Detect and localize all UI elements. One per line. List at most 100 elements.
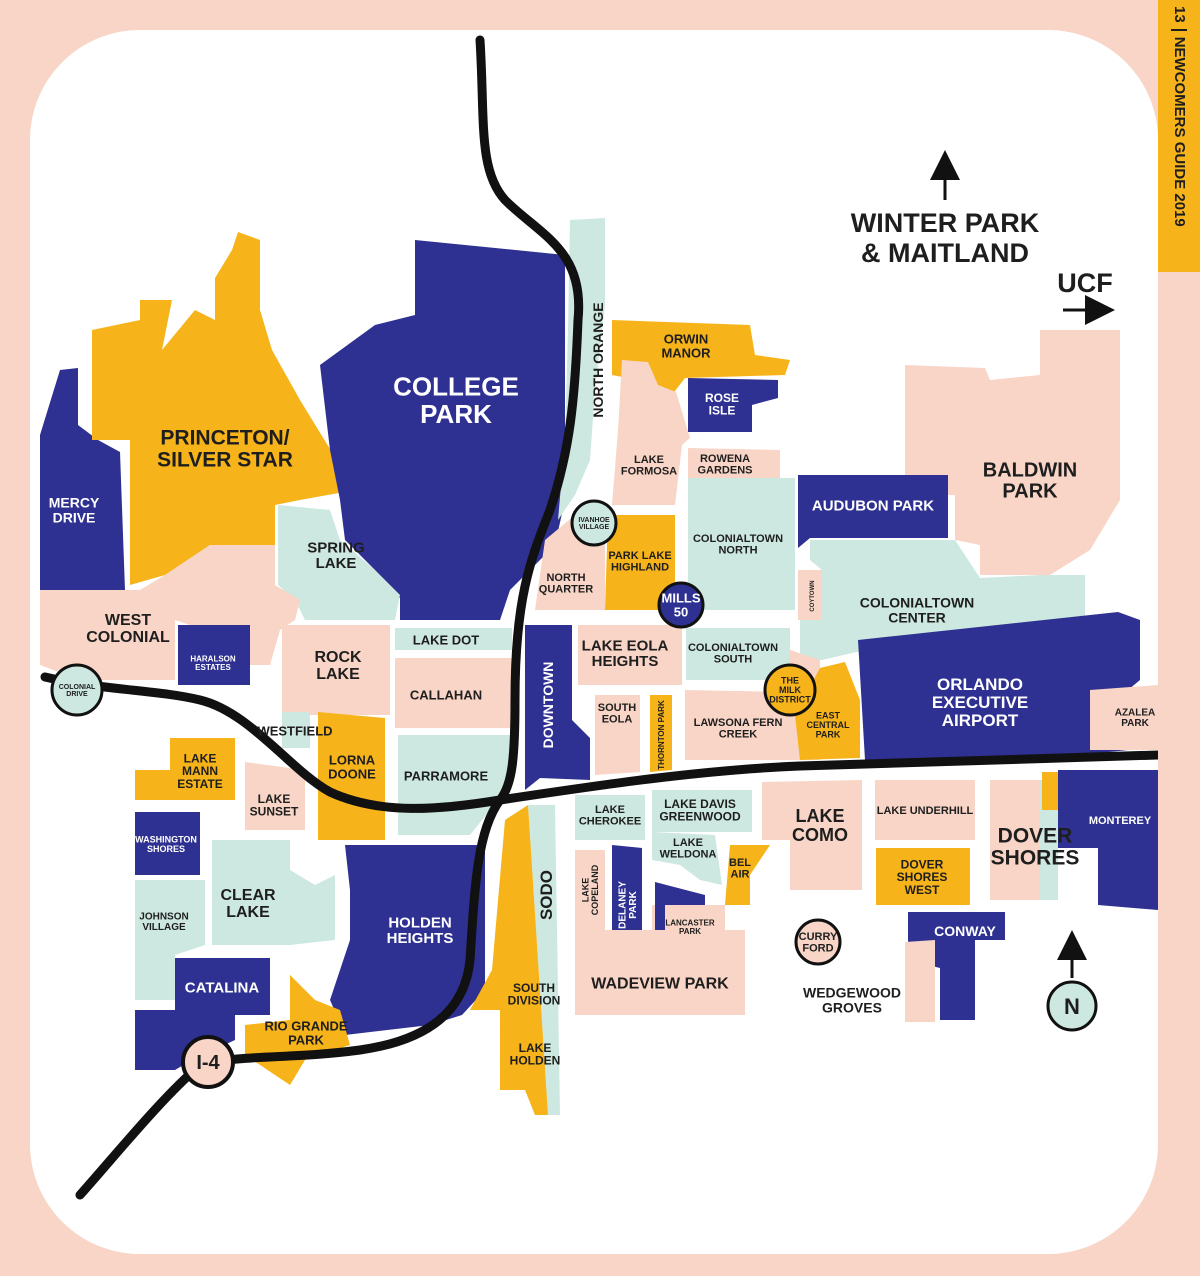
region-holden-heights[interactable] bbox=[330, 845, 485, 1035]
region-callahan[interactable] bbox=[395, 658, 512, 728]
region-lake-formosa[interactable] bbox=[612, 360, 690, 505]
region-wedgewood-groves[interactable] bbox=[905, 940, 935, 1022]
region-azalea-park[interactable] bbox=[1090, 685, 1158, 750]
label-lake-dot: LAKE DOT bbox=[413, 633, 480, 648]
region-orwin-manor[interactable] bbox=[612, 320, 790, 400]
region-rowena-gardens[interactable] bbox=[688, 448, 780, 478]
road-north-orange bbox=[205, 35, 584, 1067]
region-delaney-park[interactable] bbox=[612, 845, 642, 940]
region-thornton-park[interactable] bbox=[650, 695, 672, 772]
region-clear-lake[interactable] bbox=[212, 840, 335, 945]
road-i4 bbox=[75, 1060, 205, 1200]
region-lake-underhill[interactable] bbox=[875, 780, 975, 840]
east-direction: UCF bbox=[1057, 268, 1115, 325]
region-wadeview-park[interactable] bbox=[575, 930, 745, 1015]
region-baldwin-park[interactable] bbox=[905, 330, 1120, 575]
label-parramore: PARRAMORE bbox=[404, 769, 489, 784]
region-lake-davis-greenwood[interactable] bbox=[652, 790, 752, 832]
region-monterey[interactable] bbox=[1058, 770, 1158, 910]
region-johnson-village[interactable] bbox=[135, 880, 205, 1000]
region-college-park[interactable] bbox=[320, 240, 565, 620]
region-sodo[interactable] bbox=[528, 805, 560, 1115]
region-mercy-drive[interactable] bbox=[40, 368, 125, 590]
region-colonialtown-north[interactable] bbox=[688, 478, 795, 610]
region-colonialtown-center[interactable] bbox=[800, 540, 1085, 660]
label-conway: CONWAY bbox=[934, 923, 996, 939]
region-lake-holden[interactable] bbox=[500, 1025, 538, 1090]
region-rose-isle[interactable] bbox=[688, 378, 778, 432]
label-wadeview-park: WADEVIEW PARK bbox=[591, 976, 729, 993]
i4-marker[interactable]: I-4 bbox=[181, 1035, 235, 1089]
region-lake-cherokee[interactable] bbox=[575, 795, 645, 840]
label-delaney-park: DELANEYPARK bbox=[617, 881, 639, 929]
region-conway[interactable] bbox=[908, 912, 1005, 1020]
region-lake-mann-estate[interactable] bbox=[135, 738, 235, 800]
region-spring-lake[interactable] bbox=[278, 505, 400, 620]
region-rock-lake[interactable] bbox=[282, 625, 390, 715]
region-washington-shores[interactable] bbox=[135, 812, 200, 875]
region-haralson-estates[interactable] bbox=[178, 625, 250, 685]
label-princeton: PRINCETON/SILVER STAR bbox=[157, 426, 293, 471]
region-audubon-park[interactable] bbox=[798, 475, 948, 548]
region-catalina[interactable] bbox=[135, 958, 270, 1070]
region-lake-dot[interactable] bbox=[395, 628, 512, 650]
region-lake-copeland[interactable] bbox=[575, 850, 605, 930]
north-direction: WINTER PARK& MAITLAND bbox=[851, 150, 1040, 268]
region-coytown[interactable] bbox=[798, 570, 822, 620]
region-lawsona-fern-creek[interactable] bbox=[685, 690, 790, 760]
region-lake-eola-heights[interactable] bbox=[578, 625, 682, 685]
region-parramore[interactable] bbox=[398, 735, 512, 835]
region-princeton[interactable] bbox=[92, 232, 355, 585]
region-dover-shores[interactable] bbox=[990, 780, 1040, 900]
label-lake-copeland: LAKECOPELAND bbox=[580, 864, 599, 915]
label-sodo: SODO bbox=[537, 870, 556, 920]
region-lake-sunset[interactable] bbox=[245, 762, 305, 830]
region-bel-air[interactable] bbox=[725, 845, 770, 905]
region-south-eola[interactable] bbox=[595, 695, 640, 775]
region-dover-shores-gold[interactable] bbox=[1042, 772, 1060, 810]
region-colonialtown-south[interactable] bbox=[686, 628, 790, 680]
region-lake-weldona[interactable] bbox=[652, 832, 722, 885]
region-lake-como[interactable] bbox=[762, 780, 862, 890]
label-coytown: COYTOWN bbox=[810, 580, 816, 611]
region-orlando-executive-airport[interactable] bbox=[858, 612, 1140, 760]
road-colonial bbox=[40, 672, 1158, 813]
region-downtown[interactable] bbox=[525, 625, 590, 790]
region-dover-shores-west[interactable] bbox=[876, 848, 970, 905]
region-park-lake-highland[interactable] bbox=[605, 515, 675, 610]
region-lancaster-navy[interactable] bbox=[655, 882, 705, 945]
compass: N bbox=[1046, 930, 1098, 1032]
region-westfield[interactable] bbox=[282, 712, 310, 748]
compass-label: N bbox=[1064, 994, 1080, 1019]
